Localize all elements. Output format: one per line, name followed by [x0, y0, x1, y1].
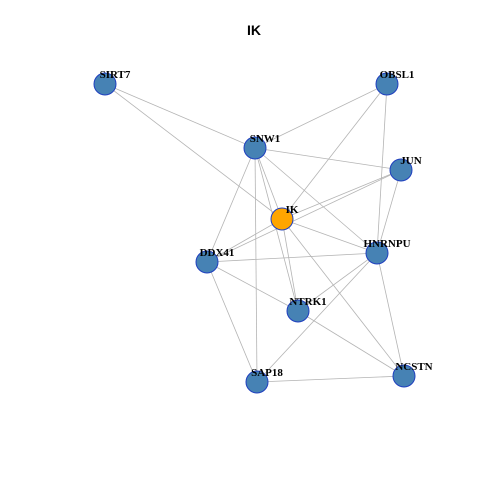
- edge-obsl1-ik: [281, 83, 388, 220]
- node-circle-jun[interactable]: [389, 158, 413, 182]
- edge-snw1-jun: [254, 147, 402, 171]
- node-circle-ntrk1[interactable]: [286, 299, 310, 323]
- edge-jun-ddx41: [206, 169, 402, 263]
- edge-ik-ncstn: [281, 218, 405, 377]
- node-circle-hnrnpu[interactable]: [365, 241, 389, 265]
- edge-hnrnpu-ncstn: [376, 252, 405, 377]
- edge-snw1-ik: [254, 147, 283, 220]
- edges-layer: [104, 83, 405, 383]
- node-ntrk1[interactable]: NTRK1: [286, 296, 327, 323]
- node-label-sirt7: SIRT7: [100, 69, 131, 81]
- edge-ddx41-ntrk1: [206, 261, 299, 312]
- node-circle-ddx41[interactable]: [195, 250, 219, 274]
- edge-ntrk1-ncstn: [297, 310, 405, 377]
- node-label-obsl1: OBSL1: [380, 69, 415, 81]
- node-label-sap18: SAP18: [251, 367, 283, 379]
- node-ik[interactable]: IK: [270, 204, 299, 231]
- node-label-ddx41: DDX41: [200, 247, 235, 259]
- node-circle-ncstn[interactable]: [392, 364, 416, 388]
- node-label-hnrnpu: HNRNPU: [363, 238, 410, 250]
- node-label-ntrk1: NTRK1: [289, 296, 326, 308]
- graph-title: IK: [247, 22, 261, 38]
- edge-obsl1-snw1: [254, 83, 388, 149]
- edge-obsl1-hnrnpu: [376, 83, 388, 254]
- edge-sirt7-ik: [104, 83, 283, 220]
- edge-ddx41-sap18: [206, 261, 258, 383]
- node-ncstn[interactable]: NCSTN: [392, 361, 433, 388]
- edge-hnrnpu-sap18: [256, 252, 378, 383]
- node-label-ik: IK: [286, 204, 299, 216]
- node-sap18[interactable]: SAP18: [245, 367, 283, 394]
- node-circle-ik[interactable]: [270, 207, 294, 231]
- node-sirt7[interactable]: SIRT7: [93, 69, 131, 96]
- node-label-snw1: SNW1: [250, 133, 281, 145]
- node-circle-sirt7[interactable]: [93, 72, 117, 96]
- node-ddx41[interactable]: DDX41: [195, 247, 235, 274]
- edge-jun-hnrnpu: [376, 169, 402, 254]
- node-label-ncstn: NCSTN: [395, 361, 432, 373]
- edge-snw1-ntrk1: [254, 147, 299, 312]
- edge-hnrnpu-ddx41: [206, 252, 378, 263]
- edge-sirt7-snw1: [104, 83, 256, 149]
- node-obsl1[interactable]: OBSL1: [375, 69, 415, 96]
- node-circle-sap18[interactable]: [245, 370, 269, 394]
- edge-ik-hnrnpu: [281, 218, 378, 254]
- edge-jun-ik: [281, 169, 402, 220]
- edge-ik-ntrk1: [281, 218, 299, 312]
- edge-sap18-ncstn: [256, 375, 405, 383]
- node-hnrnpu[interactable]: HNRNPU: [363, 238, 411, 265]
- node-label-jun: JUN: [400, 155, 421, 167]
- edge-ik-ddx41: [206, 218, 283, 263]
- edge-snw1-sap18: [254, 147, 258, 383]
- edge-snw1-ddx41: [206, 147, 256, 263]
- node-circle-obsl1[interactable]: [375, 72, 399, 96]
- edge-snw1-hnrnpu: [254, 147, 378, 254]
- edge-hnrnpu-ntrk1: [297, 252, 378, 312]
- node-jun[interactable]: JUN: [389, 155, 422, 182]
- node-snw1[interactable]: SNW1: [243, 133, 281, 160]
- node-circle-snw1[interactable]: [243, 136, 267, 160]
